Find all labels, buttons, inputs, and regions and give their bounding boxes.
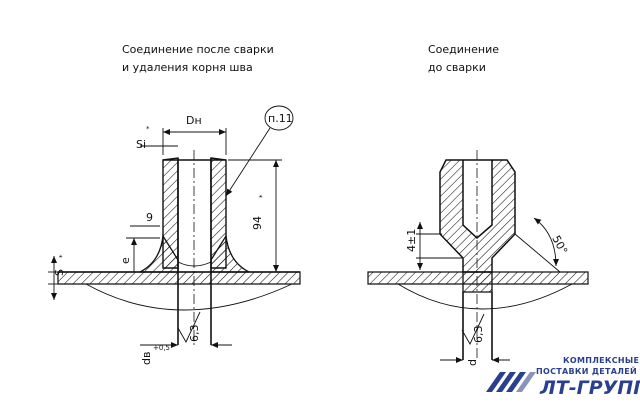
- caption-right-line2: до сварки: [428, 61, 486, 74]
- caption-right-line1: Соединение: [428, 43, 499, 56]
- left-h-mark: *: [258, 194, 266, 198]
- left-s-mark: *: [58, 254, 66, 258]
- left-dv-tol: +0,5: [153, 344, 170, 352]
- right-vessel-curve: [397, 283, 573, 310]
- left-h-label: 94: [251, 216, 264, 230]
- brand-name: ЛТ-ГРУПП: [539, 377, 640, 399]
- left-si-label: Si: [136, 138, 146, 151]
- left-ref-bubble: [264, 105, 294, 131]
- left-dv-label: dв: [140, 352, 153, 365]
- caption-right: Соединение до сварки: [428, 43, 499, 74]
- right-joint-drawing: 4±1 50° 6,3 d: [367, 150, 589, 366]
- caption-left: Соединение после сварки и удаления корня…: [122, 43, 274, 74]
- right-nozzle-body: [439, 159, 516, 273]
- left-rough-label: 6,3: [188, 325, 201, 343]
- left-dn-label: Dн: [186, 114, 202, 127]
- left-weld-fillet-right: [210, 234, 250, 273]
- left-vessel-curve: [85, 283, 293, 311]
- left-joint-drawing: Dн Si * п.11 94 * 9 e S * 6,3 dв +0,5: [48, 105, 301, 365]
- caption-left-line2: и удаления корня шва: [122, 61, 253, 74]
- left-si-mark: *: [146, 125, 150, 133]
- brand-line1: КОМПЛЕКСНЫЕ: [563, 356, 639, 365]
- left-g-label: 9: [146, 211, 153, 224]
- right-roughness-icon: [461, 313, 485, 345]
- right-gap-label: 4±1: [405, 229, 418, 252]
- right-d-label: d: [466, 359, 479, 366]
- left-ref-label: п.11: [268, 112, 293, 125]
- left-ref-leader: [225, 127, 271, 197]
- right-angle-label: 50°: [549, 233, 570, 256]
- right-root-zone: [462, 271, 493, 293]
- left-roughness-icon: [177, 311, 201, 343]
- left-s-label: S: [53, 269, 66, 276]
- diagonal-stripes-logo-icon: [486, 372, 536, 392]
- caption-left-line1: Соединение после сварки: [122, 43, 274, 56]
- brand-watermark: КОМПЛЕКСНЫЕ ПОСТАВКИ ДЕТАЛЕЙ ЛТ-ГРУПП: [486, 356, 640, 399]
- left-e-label: e: [119, 257, 132, 264]
- right-angle-arc: [533, 217, 559, 267]
- left-root-arc: [177, 261, 212, 267]
- left-base-plate-hatch: [57, 271, 301, 285]
- right-rough-label: 6,3: [472, 326, 485, 344]
- left-weld-fillet-left: [139, 234, 179, 273]
- brand-line2: ПОСТАВКИ ДЕТАЛЕЙ: [536, 365, 637, 376]
